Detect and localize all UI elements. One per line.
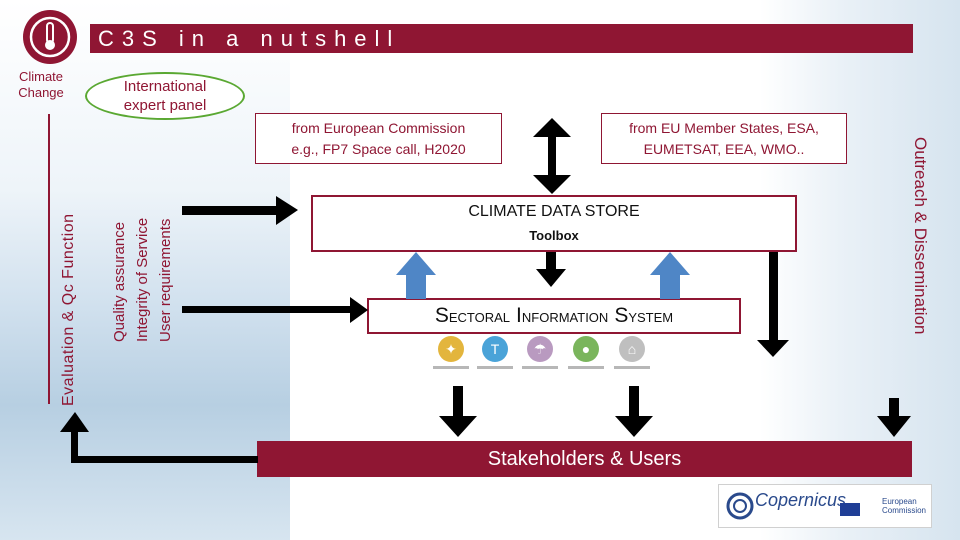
insurance-caption	[522, 366, 558, 369]
stakeholders-users-bar: Stakeholders & Users	[257, 441, 912, 477]
infrastructure-sector-icon: ⌂	[619, 336, 645, 362]
arrow-sis-to-users-right	[615, 386, 653, 437]
water-caption	[477, 366, 513, 369]
commission-source-box: from European Commission e.g., FP7 Space…	[255, 113, 502, 164]
expert-panel-line1: International	[123, 78, 207, 95]
agriculture-glyph: ●	[581, 341, 591, 357]
energy-caption	[433, 366, 469, 369]
sis-word-3: YSTEM	[628, 310, 674, 325]
energy-sector-icon: ✦	[438, 336, 464, 362]
ec-line2: Commission	[882, 506, 927, 515]
expert-panel-line2: expert panel	[123, 97, 207, 114]
sectoral-information-system-box: SECTORAL INFORMATION SYSTEM	[367, 298, 741, 334]
agriculture-caption	[568, 366, 604, 369]
agriculture-sector-icon: ●	[573, 336, 599, 362]
member-states-source-box: from EU Member States, ESA, EUMETSAT, EE…	[601, 113, 847, 164]
european-commission-logo-text: European Commission	[882, 497, 926, 515]
water-sector-icon: T	[482, 336, 508, 362]
arrow-sis-to-users-left	[439, 386, 477, 437]
logo-label-line2: Change	[18, 85, 64, 100]
arrow-store-to-outreach	[757, 252, 789, 357]
thermometer-icon	[29, 16, 71, 58]
sis-letter-3: S	[614, 304, 629, 327]
footer-logos: Copernicus European Commission	[718, 484, 932, 528]
sis-letter-2: I	[516, 304, 522, 327]
energy-glyph: ✦	[445, 340, 457, 357]
logo-label: Climate Change	[10, 69, 72, 101]
arrow-outreach-to-users	[877, 398, 911, 437]
ec-line1: European	[882, 497, 917, 506]
water-glyph: T	[490, 341, 500, 357]
insurance-sector-icon: ☂	[527, 336, 553, 362]
logo-label-line1: Climate	[18, 69, 64, 84]
arrow-store-to-sis	[536, 252, 566, 287]
feedback-arrow-right	[650, 252, 690, 299]
bidirectional-arrow	[530, 118, 571, 194]
sis-word-1: ECTORAL	[448, 310, 511, 325]
insurance-glyph: ☂	[533, 340, 547, 357]
copernicus-logo-text: Copernicus	[755, 490, 847, 510]
infrastructure-glyph: ⌂	[627, 341, 637, 357]
arrow-to-sis	[182, 297, 368, 323]
expert-panel-oval: International expert panel	[85, 72, 245, 120]
sis-letter-1: S	[434, 304, 449, 327]
climate-change-logo	[23, 10, 77, 64]
commission-line1: from European Commission	[291, 119, 466, 136]
copernicus-logo-icon	[726, 492, 754, 520]
arrow-to-data-store	[182, 196, 298, 225]
infrastructure-caption	[614, 366, 650, 369]
climate-data-store-box: CLIMATE DATA STORE Toolbox	[311, 195, 797, 252]
feedback-arrow-left	[396, 252, 436, 299]
toolbox-label: Toolbox	[529, 228, 579, 243]
commission-line2: e.g., FP7 Space call, H2020	[291, 140, 466, 157]
member-line1: from EU Member States, ESA,	[629, 119, 819, 136]
sis-word-2: NFORMATION	[521, 310, 609, 325]
eu-flag-icon	[840, 503, 860, 516]
feedback-line-to-evaluation	[60, 412, 258, 463]
page-title: C3S in a nutshell	[90, 24, 913, 53]
logo-divider-line	[48, 114, 50, 404]
member-line2: EUMETSAT, EEA, WMO..	[643, 140, 805, 157]
climate-data-store-title: CLIMATE DATA STORE	[468, 203, 640, 220]
